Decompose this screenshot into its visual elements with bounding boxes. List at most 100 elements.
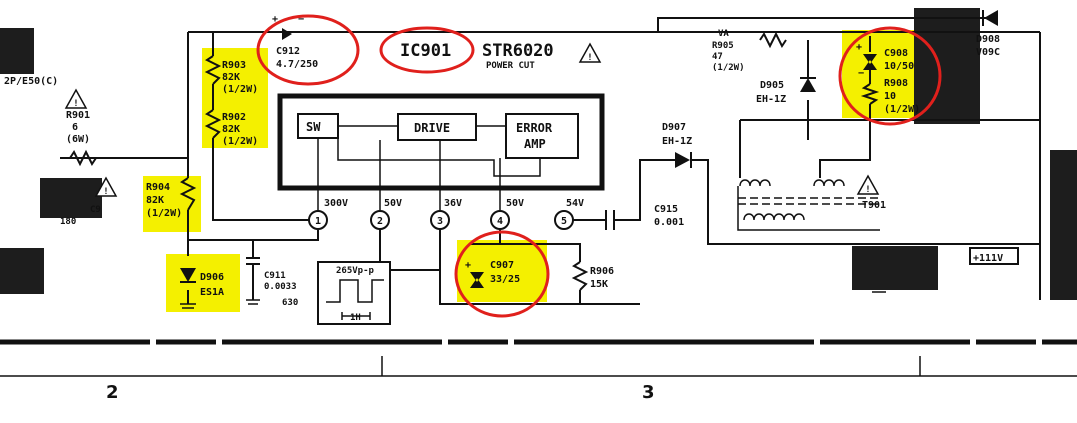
c915-ref: C915	[654, 204, 678, 215]
c912-value: 4.7/250	[276, 59, 318, 70]
c911-note: 630	[282, 298, 298, 308]
d907-ref: D907	[662, 122, 686, 133]
r905-rating: (1/2W)	[712, 63, 745, 73]
r903-value: 82K	[222, 72, 240, 83]
core	[738, 197, 880, 205]
capacitor-c907	[470, 272, 484, 288]
r902-value: 82K	[222, 124, 240, 135]
resistor-r906	[571, 261, 589, 291]
resistor-r903	[204, 55, 222, 85]
pin-number: 2	[377, 216, 383, 227]
transformer-t901	[737, 179, 880, 231]
coil	[739, 179, 771, 187]
minus-sign: −	[858, 68, 864, 79]
r908-rating: (1/2W)	[884, 104, 920, 115]
d907-value: EH-1Z	[662, 136, 692, 147]
warning-mark: !	[587, 53, 592, 63]
c911-value: 0.0033	[264, 282, 297, 292]
pin-number: 4	[497, 216, 503, 227]
r906-ref: R906	[590, 266, 614, 277]
c908-ref: C908	[884, 48, 908, 59]
ic-name: IC901	[400, 41, 451, 61]
pin-number: 3	[437, 216, 443, 227]
ic-block-sw-label: SW	[306, 120, 321, 134]
r901-rating: (6W)	[66, 134, 90, 145]
left-partial-label: 2P/E50(C)	[4, 76, 58, 87]
pin-voltage: 54V	[566, 198, 584, 209]
smudge	[852, 246, 938, 290]
d906-ref: D906	[200, 272, 224, 283]
waveform-period: 1H	[350, 313, 361, 323]
pin-1	[308, 210, 328, 230]
smudge	[1050, 150, 1077, 300]
highlight-d906	[166, 254, 240, 312]
resistor-r901	[69, 149, 97, 167]
warning-icon	[856, 174, 880, 195]
resistor-r905	[759, 31, 787, 49]
pin-voltage: 50V	[506, 198, 524, 209]
ic-package-outline	[277, 93, 605, 191]
wire	[739, 118, 1040, 178]
r902-ref: R902	[222, 112, 246, 123]
r903-ref: R903	[222, 60, 246, 71]
ic-block-amp-label: AMP	[524, 137, 546, 151]
pin-number: 5	[561, 216, 567, 227]
wire	[657, 17, 990, 32]
c908-value: 10/50	[884, 61, 914, 72]
wire-c911	[246, 240, 260, 300]
capacitor-c912-symbol	[282, 28, 292, 40]
waveform-amplitude: 265Vp-p	[336, 266, 375, 276]
ic-pin-wire	[317, 138, 501, 214]
supply-label-box	[969, 247, 1019, 265]
left-partial-label: 180	[60, 217, 76, 227]
plus-sign: +	[465, 260, 471, 271]
warning-mark: !	[865, 185, 870, 195]
wire	[660, 159, 1040, 245]
warning-mark: !	[103, 187, 108, 197]
r905-ref: R905	[712, 41, 734, 51]
plus-sign: +	[272, 14, 278, 25]
ic-pins: 1 2 3 4 5	[308, 210, 574, 230]
ic-block-error-label: ERROR	[516, 121, 553, 135]
r905-value: 47	[712, 52, 723, 62]
smudge	[40, 178, 102, 218]
d908-ref: D908	[976, 34, 1000, 45]
r905-top: VA	[718, 29, 729, 39]
pin-voltage: 50V	[384, 198, 402, 209]
warning-icon	[578, 42, 602, 63]
d908-value: V09C	[976, 47, 1000, 58]
r904-value: 82K	[146, 195, 164, 206]
smudge	[0, 28, 34, 74]
ground-symbol	[180, 291, 886, 309]
waveform-inset	[317, 261, 391, 325]
minus-sign: −	[298, 14, 304, 25]
warning-icon	[94, 176, 118, 197]
r908-value: 10	[884, 91, 896, 102]
zone-tick	[381, 356, 921, 376]
waveform-trace	[326, 279, 384, 303]
r903-rating: (1/2W)	[222, 84, 258, 95]
wire	[188, 230, 319, 241]
left-partial-label: C9	[90, 205, 101, 215]
diode-d907	[675, 152, 690, 168]
diode-d908	[984, 10, 998, 26]
wire	[212, 32, 318, 221]
capacitor-c908	[863, 54, 877, 70]
d905-ref: D905	[760, 80, 784, 91]
pin-number: 1	[315, 216, 321, 227]
wire-c915	[573, 159, 660, 230]
ic-part: STR6020	[482, 41, 554, 61]
plus-sign: +	[856, 42, 862, 53]
waveform-period-marker	[341, 312, 371, 320]
r904-ref: R904	[146, 182, 170, 193]
ic-internal-wire	[337, 132, 541, 177]
annotation-circle-c912	[256, 14, 360, 86]
ic-block-drive	[397, 113, 477, 141]
zone-number: 3	[642, 382, 655, 403]
r908-ref: R908	[884, 78, 908, 89]
resistor-r908	[860, 83, 880, 105]
resistor-r904	[179, 177, 197, 211]
warning-icon	[64, 88, 88, 109]
